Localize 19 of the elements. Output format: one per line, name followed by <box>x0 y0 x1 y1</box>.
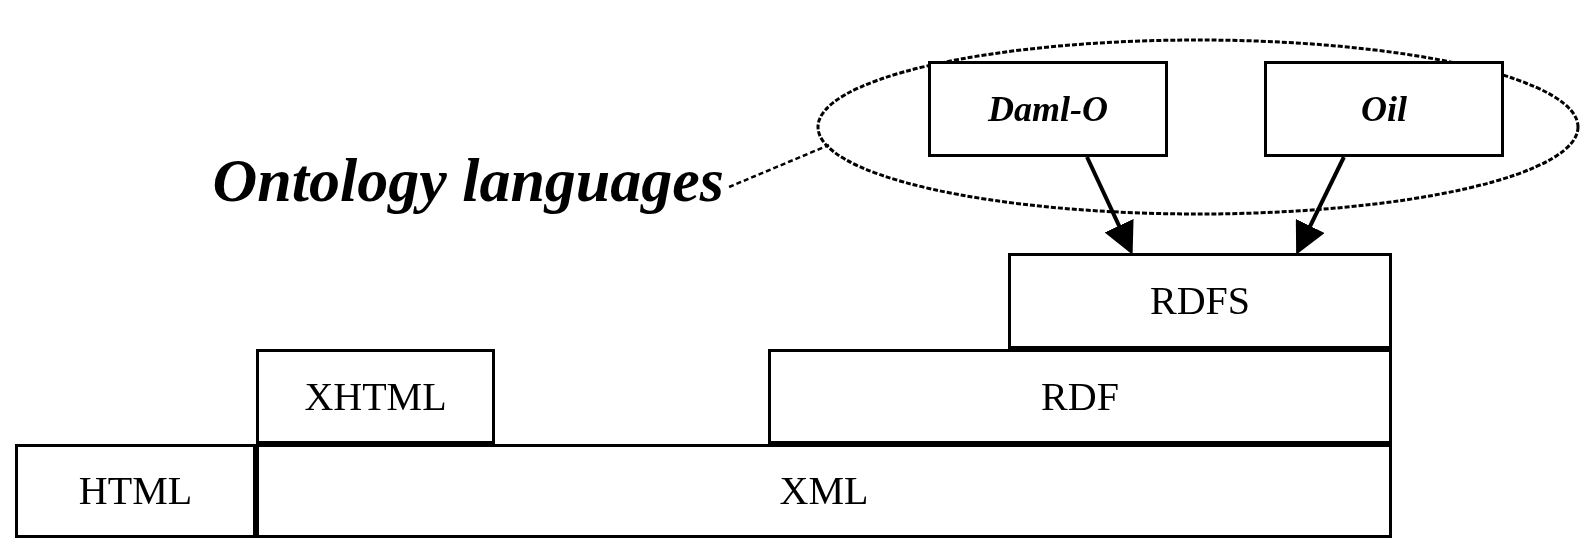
layer-box <box>928 61 1168 157</box>
node-label: Daml-O <box>988 88 1108 131</box>
layer-box <box>1264 61 1504 157</box>
node-label: HTML <box>78 467 193 515</box>
node-label: Oil <box>1361 88 1407 131</box>
dashed-ellipse <box>816 38 1580 216</box>
arrow <box>1295 156 1346 255</box>
node-label: XML <box>779 467 869 515</box>
node-label: RDF <box>1041 372 1119 421</box>
arrow <box>1085 156 1134 255</box>
node-label: RDFS <box>1149 277 1251 325</box>
node-label: Ontology languages <box>212 144 724 216</box>
node-label: XHTML <box>304 372 447 421</box>
layer-box <box>768 349 1392 444</box>
leader-line <box>728 143 830 189</box>
layer-box <box>256 444 1392 538</box>
layer-box <box>256 349 495 444</box>
layer-box <box>15 444 256 538</box>
layer-box <box>1008 253 1392 349</box>
